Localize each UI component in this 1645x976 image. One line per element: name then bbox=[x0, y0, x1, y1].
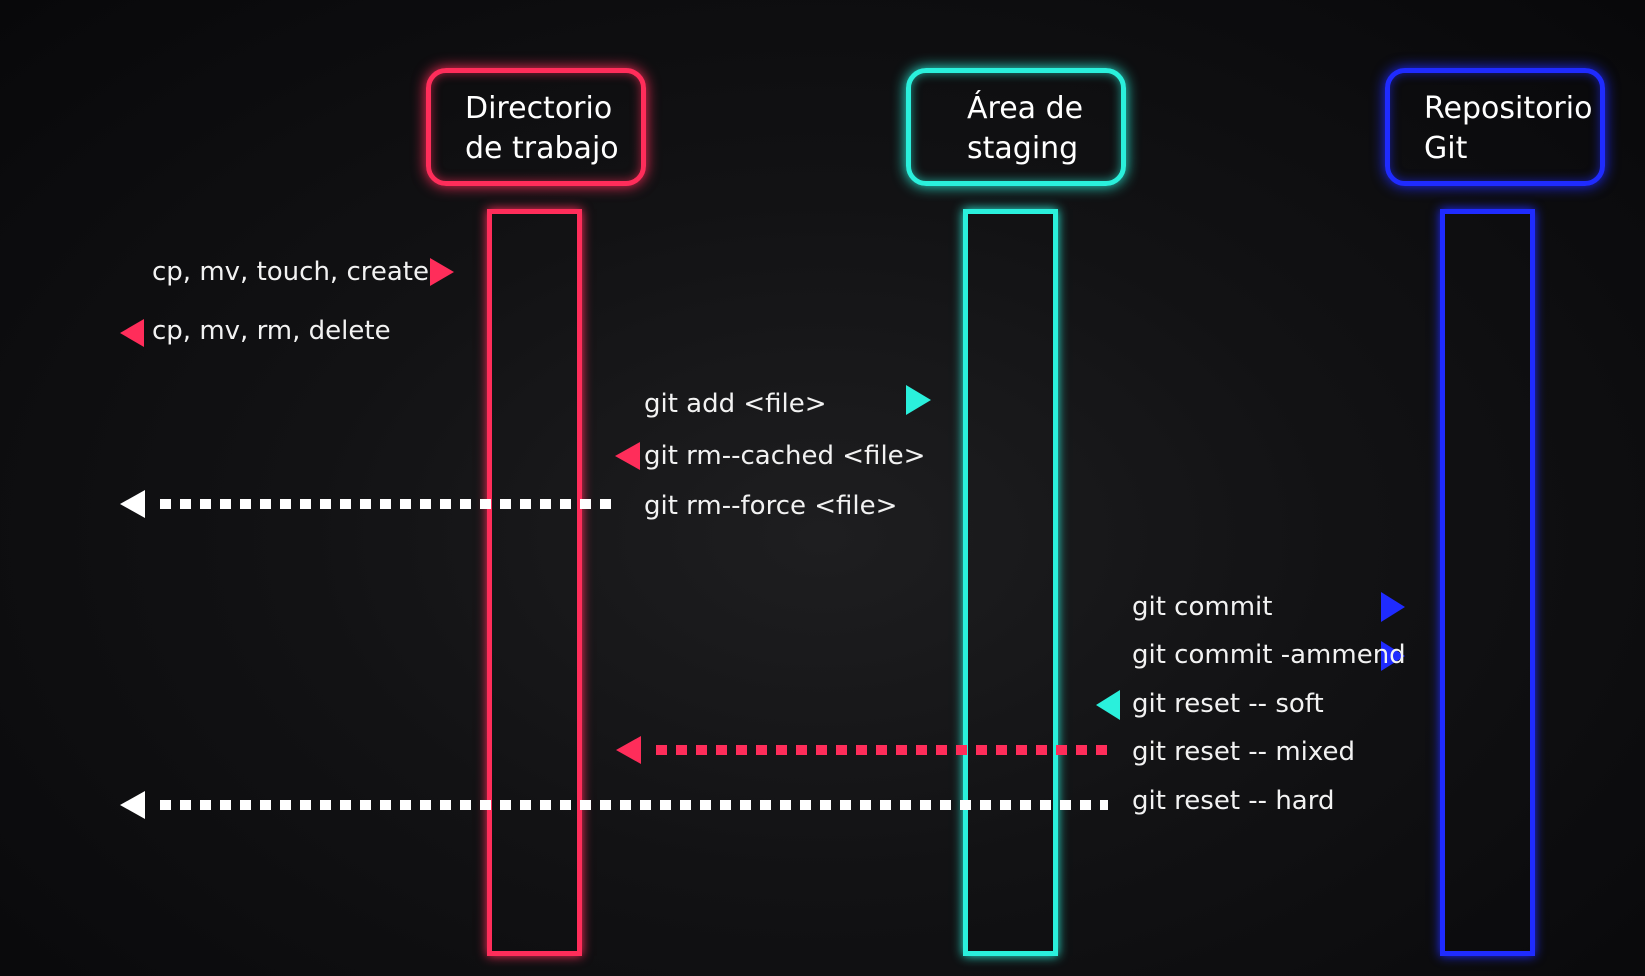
lane-title-line: Git bbox=[1424, 131, 1468, 166]
lane-title-git-repository: Repositorio Git bbox=[1385, 68, 1605, 186]
label-git-reset-hard: git reset -- hard bbox=[1132, 786, 1335, 816]
lane-title-working-directory: Directorio de trabajo bbox=[426, 68, 646, 186]
lane-bar-git-repository bbox=[1440, 209, 1535, 956]
lane-bar-staging-area bbox=[963, 209, 1058, 956]
label-git-reset-soft: git reset -- soft bbox=[1132, 689, 1324, 719]
arrow-commit-right-icon bbox=[1381, 592, 1405, 622]
lane-title-line: staging bbox=[967, 131, 1079, 166]
arrow-commit-ammend-right-icon bbox=[1381, 641, 1405, 671]
lane-bar-working-directory bbox=[487, 209, 582, 956]
arrow-create-right-icon bbox=[430, 258, 454, 286]
label-git-add: git add <file> bbox=[644, 389, 827, 419]
lane-title-line: Directorio bbox=[465, 91, 613, 126]
lane-title-line: Repositorio bbox=[1424, 91, 1593, 126]
label-git-rm-force: git rm--force <file> bbox=[644, 491, 898, 521]
label-cp-mv-rm-delete: cp, mv, rm, delete bbox=[152, 316, 391, 346]
arrow-git-add-right-icon bbox=[906, 385, 931, 415]
lane-title-line: de trabajo bbox=[465, 131, 619, 166]
label-git-commit-ammend: git commit -ammend bbox=[1132, 640, 1406, 670]
arrow-rm-force-dotted-left-icon bbox=[120, 490, 612, 518]
label-git-commit: git commit bbox=[1132, 592, 1273, 622]
lane-title-staging-area: Área de staging bbox=[906, 68, 1126, 186]
arrow-reset-soft-left-icon bbox=[1096, 690, 1120, 720]
label-git-reset-mixed: git reset -- mixed bbox=[1132, 737, 1355, 767]
arrow-rm-cached-left-icon bbox=[615, 442, 640, 470]
arrow-delete-left-icon bbox=[120, 319, 144, 347]
label-git-rm-cached: git rm--cached <file> bbox=[644, 441, 926, 471]
arrow-reset-hard-dotted-left-icon bbox=[120, 791, 1108, 819]
arrow-reset-mixed-dotted-left-icon bbox=[616, 736, 1108, 764]
label-cp-mv-touch-create: cp, mv, touch, create bbox=[152, 257, 429, 287]
lane-title-line: Área de bbox=[967, 91, 1084, 126]
